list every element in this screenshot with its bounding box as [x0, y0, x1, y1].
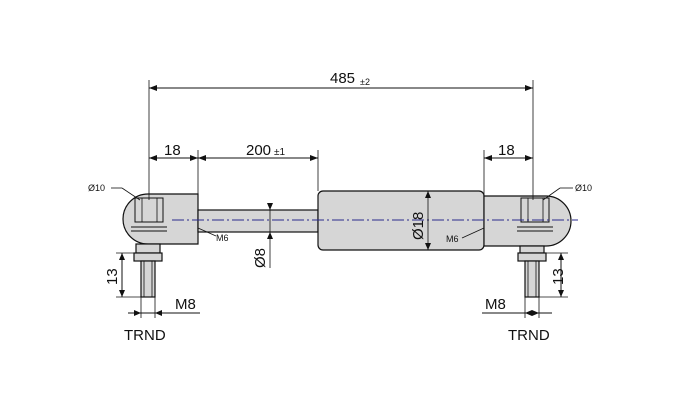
piston-rod: [197, 209, 319, 233]
left-offset-dimension: [149, 150, 199, 194]
rod-diameter: Ø8: [252, 248, 269, 268]
right-stud-length-dimension: [539, 252, 568, 298]
left-stud: [133, 243, 163, 298]
left-stud-thread-dimension: [128, 297, 200, 318]
right-stud-length: 13: [550, 268, 567, 285]
left-end-fitting-label: TRND: [124, 327, 166, 344]
left-stud-thread: M8: [175, 296, 196, 313]
right-offset-dimension: [483, 150, 533, 196]
right-stud-thread: M8: [485, 296, 506, 313]
stroke-value: 200: [246, 142, 271, 159]
right-ball-leader: [542, 187, 573, 201]
overall-length-dimension: [148, 80, 534, 200]
right-ball-diameter: Ø10: [575, 183, 592, 193]
body-diameter: Ø18: [410, 212, 427, 240]
rod-diameter-dimension: [267, 203, 273, 268]
body-diameter-dimension: [425, 191, 431, 250]
right-end-fitting-label: TRND: [508, 327, 550, 344]
left-stud-length: 13: [104, 268, 121, 285]
overall-length-value: 485: [330, 70, 355, 87]
left-end-fitting: [122, 193, 199, 245]
stroke-tolerance: ±1: [274, 147, 285, 158]
right-offset-value: 18: [498, 142, 515, 159]
left-offset-value: 18: [164, 142, 181, 159]
left-thread-inner: M6: [216, 233, 229, 243]
left-ball-diameter: Ø10: [88, 183, 105, 193]
left-stud-length-dimension: [116, 252, 141, 298]
right-m6-leader: [461, 227, 485, 239]
right-thread-inner: M6: [446, 234, 459, 244]
overall-length-tolerance: ±2: [360, 77, 370, 87]
left-m6-leader: [197, 227, 217, 237]
right-end-fitting: [483, 195, 572, 247]
right-stud: [517, 245, 547, 298]
stroke-dimension: [198, 150, 319, 191]
right-stud-thread-dimension: [482, 297, 552, 318]
left-ball-leader: [111, 187, 141, 201]
